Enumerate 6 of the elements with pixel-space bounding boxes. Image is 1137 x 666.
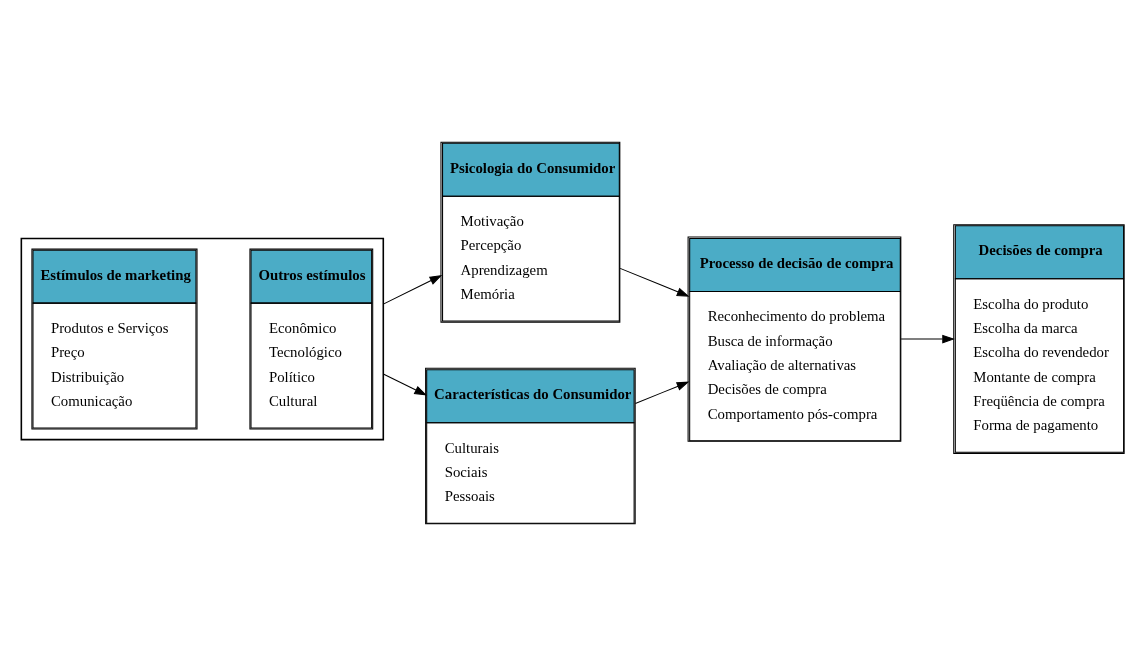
arrow bbox=[382, 373, 428, 396]
arrow bbox=[900, 334, 955, 344]
arrow bbox=[382, 275, 443, 305]
arrow bbox=[634, 381, 690, 405]
arrow bbox=[619, 267, 690, 297]
cluster bbox=[20, 237, 385, 441]
